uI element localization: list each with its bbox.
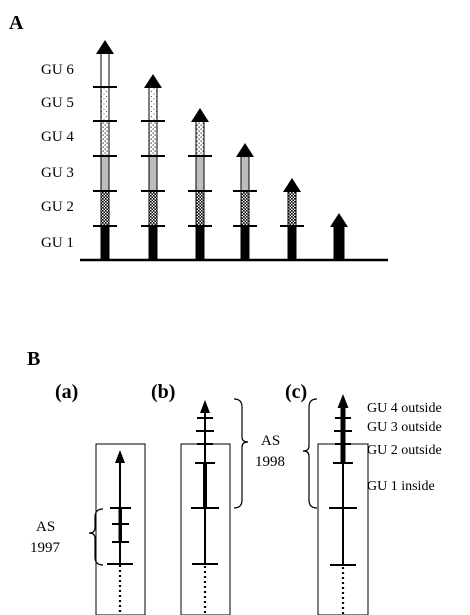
gu-label-1: GU 1 — [41, 235, 74, 251]
as-label-b-line2: 1998 — [255, 454, 285, 470]
note-gu1-inside: GU 1 inside — [367, 479, 435, 494]
shoot-1-unit-3 — [100, 155, 110, 192]
shoot-1-unit-5 — [100, 86, 110, 122]
stem-a-thick — [118, 508, 122, 543]
as-label-b-line1: AS — [261, 433, 280, 449]
brace-a — [88, 508, 104, 566]
shoot-3-unit-1 — [195, 225, 205, 261]
shoot-3-apex-arrow — [191, 108, 209, 122]
subpanel-b-label: (b) — [151, 381, 175, 403]
shoot-1-unit-2 — [100, 190, 110, 227]
shoot-1-unit-6 — [100, 52, 110, 88]
brace-b — [233, 398, 249, 509]
apex-a-arrow — [115, 450, 125, 463]
shoot-3-unit-2 — [195, 190, 205, 227]
shoot-2-apex-arrow — [144, 74, 162, 88]
apex-b-arrow — [200, 400, 210, 413]
shoot-3-unit-4 — [195, 120, 205, 157]
box-a — [95, 443, 146, 615]
gu-label-3: GU 3 — [41, 165, 74, 181]
shoot-2-unit-4 — [148, 120, 158, 157]
stem-b-thick — [203, 462, 207, 508]
gu-label-6: GU 6 — [41, 62, 74, 78]
shoot-5-unit-1 — [287, 225, 297, 261]
as-label-a-line1: AS — [36, 519, 55, 535]
shoot-6-unit-1 — [333, 225, 345, 261]
brace-c — [302, 398, 318, 509]
shoot-4-unit-1 — [240, 225, 250, 261]
note-gu4-outside: GU 4 outside — [367, 401, 442, 416]
panel-a-letter: A — [9, 12, 24, 34]
subpanel-a-diagram: AS 1997 — [30, 443, 146, 615]
shoot-5-apex-arrow — [283, 178, 301, 192]
shoot-4-unit-3 — [240, 155, 250, 192]
gu-label-5: GU 5 — [41, 95, 74, 111]
as-label-a-line2: 1997 — [30, 540, 61, 556]
shoot-2-unit-1 — [148, 225, 158, 261]
panel-a-gu-labels: GU 6 GU 5 GU 4 GU 3 GU 2 GU 1 — [41, 62, 74, 251]
shoot-4-apex-arrow — [236, 143, 254, 157]
shoot-6-apex-arrow — [330, 213, 348, 227]
note-gu3-outside: GU 3 outside — [367, 420, 442, 435]
shoot-1-unit-1 — [100, 225, 110, 261]
subpanel-b-diagram: AS 1998 — [180, 398, 285, 615]
panel-b-letter: B — [27, 348, 40, 370]
shoot-1-apex-arrow — [96, 40, 114, 54]
shoot-4-unit-2 — [240, 190, 250, 227]
shoot-2-unit-5 — [148, 86, 158, 122]
shoot-3-unit-3 — [195, 155, 205, 192]
note-gu2-outside: GU 2 outside — [367, 443, 442, 458]
stem-c-thick — [340, 408, 346, 464]
shoot-2-unit-3 — [148, 155, 158, 192]
gu-label-2: GU 2 — [41, 199, 74, 215]
shoots-group — [93, 40, 348, 261]
subpanel-c-label: (c) — [285, 381, 307, 403]
subpanel-a-label: (a) — [55, 381, 78, 403]
shoot-2-unit-2 — [148, 190, 158, 227]
shoot-5-unit-2 — [287, 190, 297, 227]
subpanel-c-diagram: GU 4 outside GU 3 outside GU 2 outside G… — [302, 394, 442, 615]
gu-label-4: GU 4 — [41, 129, 74, 145]
apex-c-arrow — [337, 394, 349, 408]
shoot-1-unit-4 — [100, 120, 110, 157]
